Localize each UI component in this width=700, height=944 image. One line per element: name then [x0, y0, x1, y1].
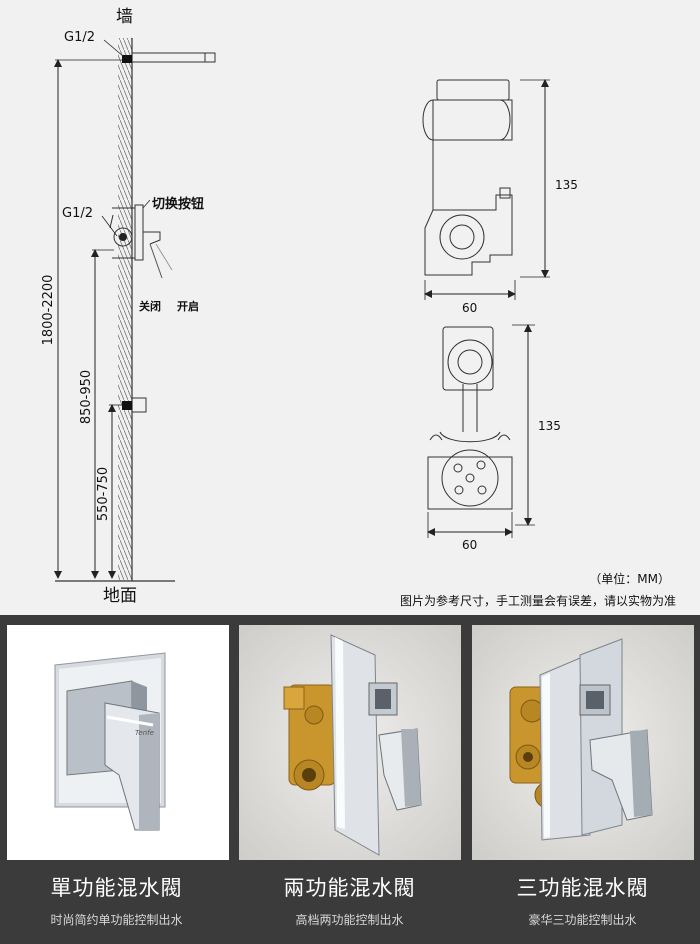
thread-top-label: G1/2: [64, 30, 95, 45]
height-mid-label: 850-950: [79, 370, 94, 424]
product-subtitle-double: 高档两功能控制出水: [295, 913, 404, 927]
wall-hatch: [118, 38, 132, 581]
front-height-label: 135: [538, 419, 561, 433]
product-subtitle-triple: 豪华三功能控制出水: [528, 913, 637, 927]
side-view: [422, 79, 513, 276]
height-total-label: 1800-2200: [41, 275, 56, 346]
open-label: 开启: [177, 299, 199, 313]
valve-plate: [134, 204, 144, 261]
product-strip: Tenfe: [0, 615, 700, 944]
valve-handle: [143, 231, 161, 245]
product-title-double: 兩功能混水閥: [283, 876, 416, 900]
product-title-triple: 三功能混水閥: [516, 876, 649, 900]
brand-logo: Tenfe: [135, 729, 154, 737]
shower-arm: [132, 52, 216, 63]
product-photo-single: Tenfe: [7, 625, 229, 860]
product-title-single: 單功能混水閥: [50, 876, 183, 900]
unit-note: （单位：MM）: [589, 571, 670, 586]
drawing-canvas: 墙 G1/2 G1/2 切换按钮 关闭 开启 地面 1800-2200 850-…: [41, 7, 676, 608]
front-view: [427, 326, 513, 510]
thread-mid-label: G1/2: [62, 206, 93, 221]
product-photo-double: [239, 625, 461, 860]
product-subtitle-single: 时尚简约单功能控制出水: [50, 913, 183, 927]
technical-drawing: 墙 G1/2 G1/2 切换按钮 关闭 开启 地面 1800-2200 850-…: [41, 7, 676, 608]
wall-label: 墙: [116, 7, 133, 27]
close-label: 关闭: [139, 299, 161, 313]
side-width-label: 60: [462, 301, 477, 315]
height-low-label: 550-750: [96, 467, 111, 521]
lower-outlet-block: [122, 401, 132, 410]
disclaimer-note: 图片为参考尺寸，手工测量会有误差，请以实物为准: [400, 593, 676, 608]
floor-label: 地面: [103, 586, 137, 606]
top-outlet-block: [122, 55, 132, 63]
front-width-label: 60: [462, 538, 477, 552]
switch-button-label: 切换按钮: [152, 196, 204, 212]
product-photo-triple: [472, 625, 694, 860]
side-height-label: 135: [555, 178, 578, 192]
